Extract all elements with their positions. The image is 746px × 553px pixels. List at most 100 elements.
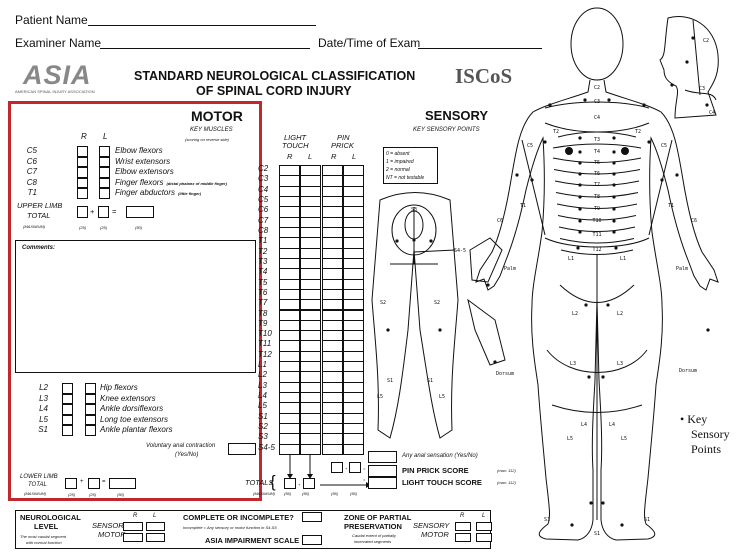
motor-r-box[interactable]: [62, 383, 73, 394]
nl-sensory-r-box[interactable]: [123, 522, 143, 531]
dermatome-label: T11: [592, 232, 601, 238]
sensory-level-label: T1: [258, 236, 268, 246]
lt-total-r-box[interactable]: [284, 478, 296, 489]
upper-total-l-box[interactable]: [98, 206, 109, 218]
lt-l-cell[interactable]: [300, 443, 321, 455]
motor-l-box[interactable]: [99, 177, 110, 188]
zpp-r: R: [460, 513, 465, 519]
muscle-name: Knee extensors: [100, 393, 156, 403]
dermatome-label: S1: [594, 531, 600, 537]
key-sensory-point: [486, 283, 490, 287]
key-sensory-point: [578, 219, 582, 223]
pp-total-l-box[interactable]: [349, 462, 361, 473]
zpp-motor-label: MOTOR: [421, 530, 449, 539]
motor-r-box[interactable]: [62, 393, 73, 404]
zpp-sensory-l-box[interactable]: [476, 522, 492, 531]
motor-level-label: L4: [39, 404, 48, 413]
light-touch-score-box[interactable]: [368, 477, 397, 489]
motor-r-box[interactable]: [77, 146, 88, 157]
motor-r-box[interactable]: [77, 188, 88, 199]
motor-level-label: C6: [26, 156, 37, 166]
pp-l-cell[interactable]: [343, 443, 364, 455]
zpp-motor-r-box[interactable]: [455, 533, 471, 542]
motor-l-box[interactable]: [85, 425, 96, 436]
dermatome-label: L2: [572, 311, 578, 317]
motor-r-box[interactable]: [62, 404, 73, 415]
motor-l-box[interactable]: [85, 414, 96, 425]
nl-motor-label: MOTOR: [98, 530, 126, 539]
zpp-sensory-r-box[interactable]: [455, 522, 471, 531]
motor-l-box[interactable]: [99, 156, 110, 167]
key-sensory-point: [429, 239, 433, 243]
dermatome-label: C4: [709, 110, 715, 116]
sensory-level-label: T7: [258, 298, 268, 308]
nl-motor-l-box[interactable]: [146, 533, 165, 542]
pp-r-cell[interactable]: [322, 443, 343, 455]
dermatome-label: S3: [411, 207, 417, 213]
upper-total-r-box[interactable]: [77, 206, 88, 218]
dermatome-label: C3: [699, 86, 705, 92]
muscle-name: Wrist extensors: [115, 156, 171, 166]
motor-level-label: C8: [26, 177, 37, 187]
vac-label: Voluntary anal contraction: [146, 443, 216, 449]
key-sensory-point: [570, 523, 574, 527]
pp-total-r-box[interactable]: [331, 462, 343, 473]
muscle-name: Ankle dorsiflexors: [100, 404, 164, 413]
motor-l-box[interactable]: [99, 167, 110, 178]
sensory-level-label: T3: [258, 256, 268, 266]
motor-l-box[interactable]: [99, 146, 110, 157]
lower-total-r-box[interactable]: [65, 478, 77, 489]
vac-box[interactable]: [228, 443, 256, 455]
lower-total-l-box[interactable]: [88, 478, 100, 489]
date-time-field[interactable]: [418, 48, 542, 49]
dermatome-label: T3: [594, 137, 600, 143]
ais-box[interactable]: [302, 535, 322, 545]
motor-l-box[interactable]: [85, 393, 96, 404]
complete-box[interactable]: [302, 512, 322, 522]
patient-name-field[interactable]: [88, 25, 316, 26]
nl-sensory-l-box[interactable]: [146, 522, 165, 531]
key-sensory-point: [587, 375, 591, 379]
motor-r-box[interactable]: [77, 177, 88, 188]
motor-r-box[interactable]: [77, 156, 88, 167]
zpp-motor-l-box[interactable]: [476, 533, 492, 542]
dermatome-label: L3: [617, 361, 623, 367]
lower-total-box[interactable]: [109, 478, 136, 489]
key-muscle-label: Finger flexors(distal phalanx of middle …: [115, 178, 227, 187]
key-muscle-label: Long toe extensors: [100, 415, 168, 424]
motor-r-box[interactable]: [77, 167, 88, 178]
dermatome-label: C5: [527, 143, 533, 149]
lt-total-l-box[interactable]: [303, 478, 315, 489]
pp-l: L: [352, 152, 357, 161]
pin-prick-score-box[interactable]: [368, 465, 397, 477]
motor-level-label: L2: [39, 383, 48, 392]
key-sensory-point: [642, 103, 646, 107]
lower-max-label: (MAXIMUM): [24, 491, 46, 496]
key-sensory-point: [578, 230, 582, 234]
upper-total-box[interactable]: [126, 206, 154, 218]
motor-r-box[interactable]: [62, 425, 73, 436]
legend-item: 2 = normal: [386, 167, 410, 173]
dermatome-label: T1: [520, 203, 526, 209]
comments-box[interactable]: Comments:: [15, 240, 256, 373]
anal-sensation-box[interactable]: [368, 451, 397, 463]
sensory-level-label: C3: [258, 174, 269, 184]
muscle-name: Elbow flexors: [115, 146, 163, 155]
key-muscle-label: Finger abductors(little finger): [115, 188, 201, 197]
dermatome-label: T7: [594, 182, 600, 188]
key-sensory-point: [612, 136, 616, 140]
dermatome-band: [553, 169, 641, 175]
lt-r-cell[interactable]: [279, 443, 300, 455]
nl-sensory-label: SENSORY: [92, 521, 129, 530]
muscle-name: Hip flexors: [100, 383, 138, 392]
date-time-label: Date/Time of Exam: [318, 36, 421, 50]
key-sensory-point: [606, 303, 610, 307]
nl-motor-r-box[interactable]: [123, 533, 143, 542]
complete-label: COMPLETE OR INCOMPLETE?: [183, 513, 294, 522]
motor-l-box[interactable]: [85, 383, 96, 394]
motor-level-label: L3: [39, 393, 48, 403]
motor-l-box[interactable]: [85, 404, 96, 415]
examiner-name-field[interactable]: [100, 48, 310, 49]
motor-l-box[interactable]: [99, 188, 110, 199]
motor-r-box[interactable]: [62, 414, 73, 425]
